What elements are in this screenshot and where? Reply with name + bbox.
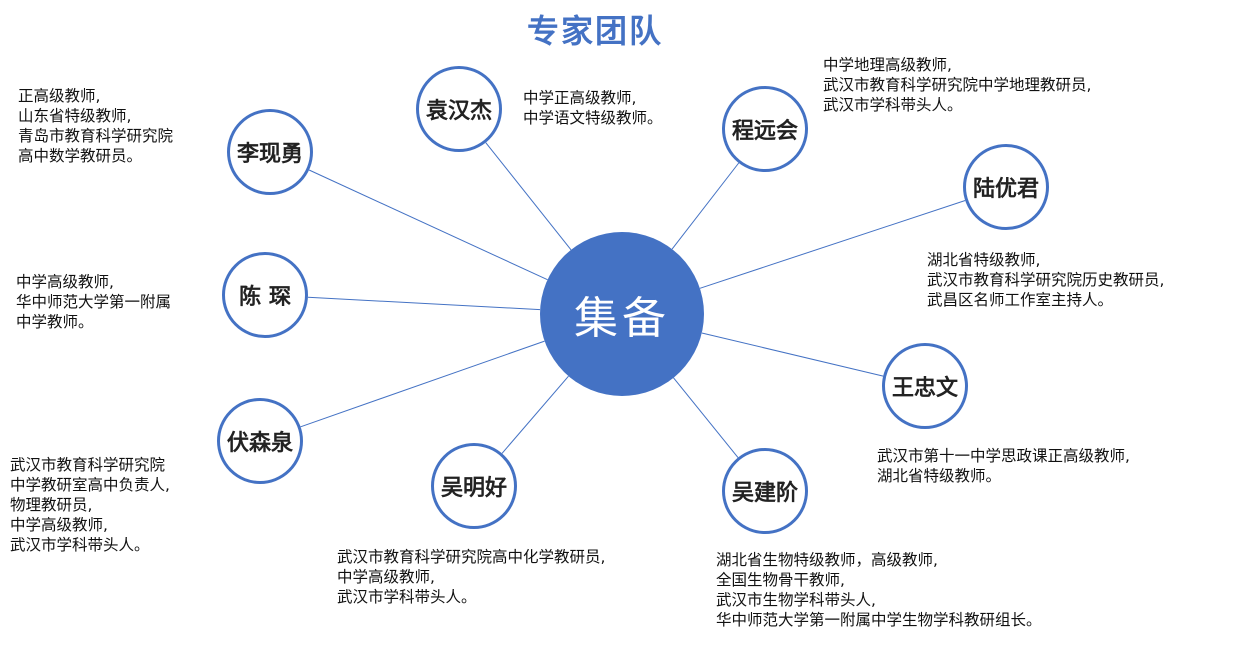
expert-desc-line: 全国生物骨干教师, bbox=[716, 571, 845, 589]
expert-desc-fu: 武汉市教育科学研究院中学教研室高中负责人, 物理教研员, 中学高级教师, 武汉市学科带… bbox=[10, 455, 170, 555]
expert-desc-line: 中学高级教师, bbox=[10, 516, 108, 534]
hub-node: 集备 bbox=[540, 232, 704, 396]
expert-desc-line: 武汉市教育科学研究院 bbox=[10, 456, 166, 474]
connector-lu bbox=[699, 200, 966, 289]
expert-desc-line: 中学语文特级教师。 bbox=[523, 109, 663, 127]
expert-desc-line: 武汉市教育科学研究院中学地理教研员, bbox=[823, 76, 1092, 94]
expert-desc-chen: 中学高级教师, 华中师范大学第一附属中学教师。 bbox=[16, 272, 171, 332]
expert-desc-line: 湖北省生物特级教师，高级教师, bbox=[716, 551, 938, 569]
connector-yuan bbox=[485, 142, 572, 251]
connector-wujianjie bbox=[673, 377, 739, 458]
diagram-title: 专家团队 bbox=[526, 12, 663, 50]
expert-desc-line: 武汉市学科带头人。 bbox=[10, 536, 150, 554]
expert-desc-line: 物理教研员, bbox=[10, 496, 93, 514]
expert-node-cheng: 程远会 bbox=[722, 86, 808, 172]
expert-desc-line: 湖北省特级教师。 bbox=[877, 467, 1002, 485]
expert-desc-line: 山东省特级教师, bbox=[18, 107, 132, 125]
expert-node-wang: 王忠文 bbox=[882, 343, 968, 429]
connector-chen bbox=[307, 296, 541, 311]
connector-wuminghao bbox=[501, 375, 569, 454]
expert-desc-line: 中学教师。 bbox=[16, 313, 94, 331]
expert-desc-line: 湖北省特级教师, bbox=[927, 251, 1041, 269]
expert-desc-lu: 湖北省特级教师, 武汉市教育科学研究院历史教研员, 武昌区名师工作室主持人。 bbox=[927, 250, 1164, 310]
expert-desc-line: 武昌区名师工作室主持人。 bbox=[927, 291, 1114, 309]
expert-desc-line: 武汉市生物学科带头人, bbox=[716, 591, 876, 609]
connector-wang bbox=[701, 332, 884, 377]
expert-desc-wujianjie: 湖北省生物特级教师，高级教师, 全国生物骨干教师, 武汉市生物学科带头人, 华中师范大… bbox=[716, 550, 1042, 630]
expert-desc-line: 华中师范大学第一附属 bbox=[16, 293, 172, 311]
expert-desc-line: 高中数学教研员。 bbox=[18, 147, 143, 165]
expert-desc-line: 正高级教师, bbox=[18, 87, 101, 105]
expert-desc-line: 中学高级教师, bbox=[337, 568, 435, 586]
expert-node-wujianjie: 吴建阶 bbox=[722, 448, 808, 534]
connector-cheng bbox=[671, 162, 740, 250]
expert-desc-line: 华中师范大学第一附属中学生物学科教研组长。 bbox=[716, 611, 1042, 629]
expert-node-li: 李现勇 bbox=[227, 109, 313, 195]
expert-desc-li: 正高级教师, 山东省特级教师, 青岛市教育科学研究院高中数学教研员。 bbox=[18, 86, 173, 166]
expert-desc-line: 武汉市教育科学研究院高中化学教研员, bbox=[337, 548, 606, 566]
expert-desc-wang: 武汉市第十一中学思政课正高级教师, 湖北省特级教师。 bbox=[877, 446, 1130, 486]
expert-desc-line: 武汉市教育科学研究院历史教研员, bbox=[927, 271, 1165, 289]
expert-desc-line: 中学高级教师, bbox=[16, 273, 114, 291]
expert-desc-wuminghao: 武汉市教育科学研究院高中化学教研员, 中学高级教师, 武汉市学科带头人。 bbox=[337, 547, 605, 607]
connector-li bbox=[308, 169, 548, 281]
expert-node-wuminghao: 吴明好 bbox=[431, 443, 517, 529]
expert-desc-line: 中学教研室高中负责人, bbox=[10, 476, 170, 494]
expert-desc-line: 武汉市第十一中学思政课正高级教师, bbox=[877, 447, 1130, 465]
expert-desc-yuan: 中学正高级教师, 中学语文特级教师。 bbox=[523, 88, 663, 128]
expert-node-lu: 陆优君 bbox=[963, 144, 1049, 230]
expert-node-chen: 陈 琛 bbox=[222, 252, 308, 338]
expert-node-yuan: 袁汉杰 bbox=[416, 66, 502, 152]
expert-desc-cheng: 中学地理高级教师, 武汉市教育科学研究院中学地理教研员, 武汉市学科带头人。 bbox=[823, 55, 1091, 115]
expert-desc-line: 中学地理高级教师, bbox=[823, 56, 952, 74]
connector-fu bbox=[300, 340, 545, 428]
expert-desc-line: 中学正高级教师, bbox=[523, 89, 637, 107]
expert-desc-line: 武汉市学科带头人。 bbox=[337, 588, 477, 606]
expert-desc-line: 青岛市教育科学研究院 bbox=[18, 127, 174, 145]
expert-desc-line: 武汉市学科带头人。 bbox=[823, 96, 963, 114]
expert-node-fu: 伏森泉 bbox=[217, 398, 303, 484]
